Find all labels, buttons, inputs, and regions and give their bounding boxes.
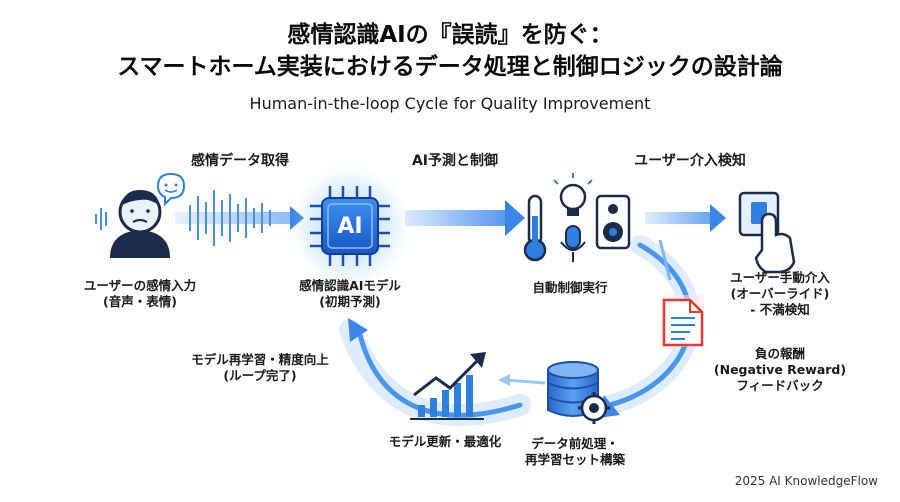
light-bulb-icon bbox=[553, 173, 593, 216]
ai-chip-label: AI bbox=[337, 213, 363, 239]
node-auto-control: 自動制御実行 bbox=[532, 280, 608, 295]
node-negative-reward: 負の報酬 (Negative Reward) フィードバック bbox=[713, 346, 847, 393]
speaker-icon bbox=[595, 194, 631, 250]
ai-chip-icon bbox=[290, 166, 410, 286]
flow-arrow-2 bbox=[405, 200, 525, 236]
user-face-icon bbox=[95, 190, 170, 258]
thermometer-icon bbox=[523, 194, 547, 262]
node-manual-intervention: ユーザー手動介入 (オーバーライド) - 不満検知 bbox=[730, 270, 830, 317]
node-preprocess: データ前処理・ 再学習セット構築 bbox=[524, 436, 625, 467]
node-retrain: モデル再学習・精度向上 (ループ完了) bbox=[191, 352, 329, 383]
cycle-loop bbox=[339, 235, 701, 427]
node-ai-model: 感情認識AIモデル (初期予測) bbox=[299, 278, 401, 309]
footer-credit: 2025 AI KnowledgeFlow bbox=[734, 474, 878, 488]
stage-detect: ユーザー介入検知 bbox=[634, 153, 746, 169]
microphone-icon bbox=[560, 225, 586, 262]
hand-switch-icon bbox=[738, 191, 796, 274]
node-model-update: モデル更新・最適化 bbox=[388, 434, 502, 449]
speech-bubble-icon bbox=[156, 172, 186, 207]
stage-predict: AI予測と制御 bbox=[411, 153, 499, 169]
node-user-input: ユーザーの感情入力 (音声・表情) bbox=[83, 278, 197, 309]
flow-arrow-1 bbox=[175, 190, 304, 246]
subtitle: Human-in-the-loop Cycle for Quality Impr… bbox=[249, 94, 651, 113]
title-line-2: スマートホーム実装におけるデータ処理と制御ロジックの設計論 bbox=[117, 54, 783, 80]
stage-acquire: 感情データ取得 bbox=[191, 153, 289, 169]
title-line-1: 感情認識AIの『誤読』を防ぐ： bbox=[287, 22, 613, 48]
database-gear-icon bbox=[547, 361, 610, 424]
flow-arrow-3 bbox=[645, 204, 726, 232]
document-alert-icon bbox=[660, 295, 704, 347]
rising-chart-icon bbox=[410, 352, 486, 420]
